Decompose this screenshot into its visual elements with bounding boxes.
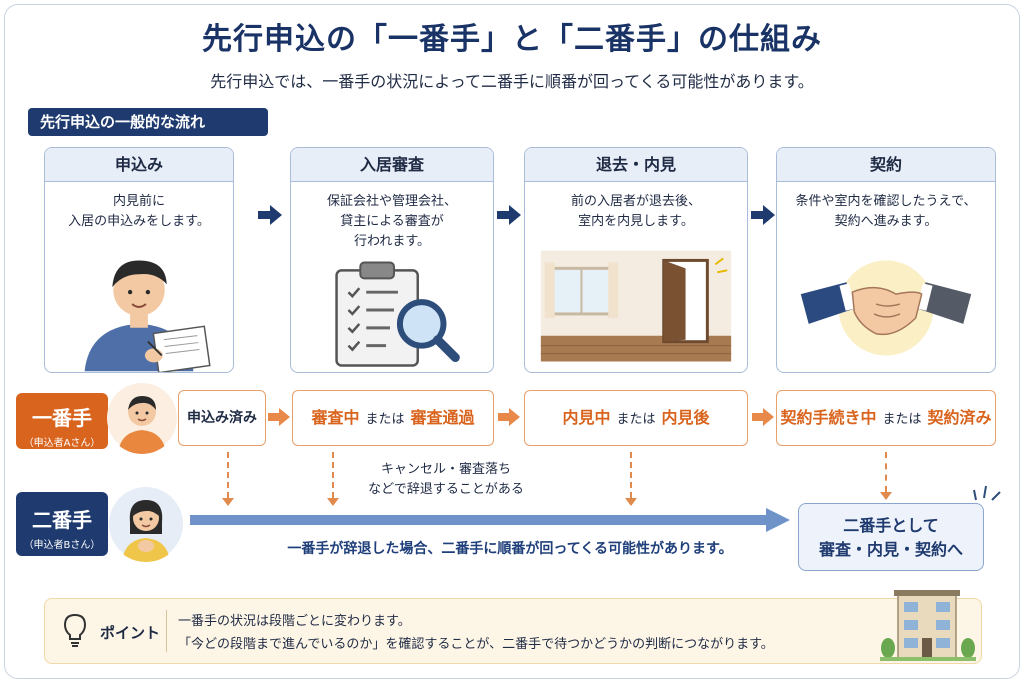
- step-desc-line: 貸主による審査が: [340, 214, 444, 229]
- status-arrow-icon: [752, 408, 774, 426]
- person-a-avatar: [107, 383, 177, 454]
- page-title: 先行申込の「一番手」と「二番手」の仕組み: [202, 22, 822, 57]
- step-card-screening: 入居審査 保証会社や管理会社、 貸主による審査が 行われます。: [290, 147, 494, 373]
- status-text: 申込み済み: [187, 410, 257, 426]
- long-arrow-icon: [190, 508, 790, 532]
- point-text-line: 一番手の状況は段階ごとに変わります。: [178, 614, 411, 629]
- step-title: 契約: [777, 148, 995, 182]
- point-box: [44, 598, 982, 664]
- second-applicant-name: 二番手: [32, 508, 92, 532]
- first-applicant-tag: 一番手 （申込者Aさん）: [16, 393, 108, 449]
- status-arrow-icon: [268, 408, 290, 426]
- step-desc-line: 入居の申込みをします。: [68, 214, 210, 229]
- step-card-apply: 申込み 内見前に 入居の申込みをします。: [44, 147, 234, 373]
- first-status-contract: 契約手続き中または契約済み: [776, 390, 996, 446]
- first-status-viewing: 内見中または内見後: [524, 390, 748, 446]
- status-text: 審査通過: [410, 408, 475, 427]
- step-desc-line: 室内を内見します。: [578, 214, 694, 229]
- status-arrow-icon: [498, 408, 520, 426]
- dropout-arrowhead: [327, 498, 339, 506]
- second-applicant-tag: 二番手 （申込者Bさん）: [16, 492, 108, 556]
- status-text: 内見中: [562, 408, 611, 427]
- point-divider: [166, 610, 167, 652]
- dropout-arrowhead: [880, 492, 892, 500]
- dropout-line: [227, 452, 229, 498]
- cancel-note-line: などで辞退することがある: [368, 482, 524, 497]
- handshake-icon: [800, 260, 972, 356]
- second-arrow-text: 一番手が辞退した場合、二番手に順番が回ってくる可能性があります。: [287, 541, 733, 557]
- building-icon: [880, 590, 976, 661]
- cancel-note-line: キャンセル・審査落ち: [380, 462, 511, 477]
- step-title: 退去・内見: [525, 148, 747, 182]
- first-status-apply: 申込み済み: [178, 390, 266, 446]
- flow-arrow-icon: [258, 205, 282, 225]
- status-text: 審査中: [311, 408, 360, 427]
- status-or: または: [882, 412, 922, 427]
- clipboard-magnifier-icon: [335, 261, 460, 367]
- outer-frame: [4, 4, 1020, 679]
- result-line: 審査・内見・契約へ: [818, 540, 963, 559]
- dropout-line: [630, 452, 632, 498]
- step-desc-line: 保証会社や管理会社、: [326, 194, 457, 209]
- first-applicant-name: 一番手: [32, 406, 92, 430]
- dropout-arrowhead: [222, 498, 234, 506]
- page-subtitle: 先行申込では、一番手の状況によって二番手に順番が回ってくる可能性があります。: [210, 72, 814, 91]
- person-b-avatar: [109, 487, 183, 562]
- second-applicant-sub: （申込者Bさん）: [23, 540, 101, 551]
- sparkle-icon: [973, 485, 1001, 501]
- lightbulb-icon: [63, 613, 87, 647]
- applicant-icon: [84, 260, 211, 372]
- step-desc-line: 契約へ進みます。: [834, 214, 938, 229]
- step-card-viewing: 退去・内見 前の入居者が退去後、 室内を内見します。: [524, 147, 748, 373]
- step-desc-line: 条件や室内を確認したうえで、: [795, 194, 977, 209]
- flow-arrow-icon: [497, 205, 521, 225]
- dropout-arrowhead: [625, 498, 637, 506]
- point-text-line: 「今どの段階まで進んでいるのか」を確認することが、二番手で待つかどうかの判断につ…: [178, 637, 774, 652]
- step-desc-line: 前の入居者が退去後、: [570, 194, 701, 209]
- result-line: 二番手として: [843, 516, 939, 535]
- status-text: 契約手続き中: [780, 408, 877, 427]
- first-applicant-sub: （申込者Aさん）: [23, 438, 101, 449]
- step-desc-line: 行われます。: [353, 234, 431, 249]
- status-text: 内見後: [661, 408, 710, 427]
- dropout-line: [885, 452, 887, 492]
- room-icon: [540, 250, 732, 362]
- status-or: または: [365, 412, 405, 427]
- second-result-box: 二番手として 審査・内見・契約へ: [798, 503, 984, 571]
- point-label: ポイント: [100, 624, 161, 642]
- status-or: または: [616, 412, 656, 427]
- section-label: 先行申込の一般的な流れ: [28, 108, 268, 136]
- dropout-line: [332, 452, 334, 498]
- cancel-note: キャンセル・審査落ち などで辞退することがある: [346, 460, 546, 500]
- step-title: 申込み: [45, 148, 233, 182]
- first-status-screening: 審査中または審査通過: [292, 390, 494, 446]
- status-text: 契約済み: [927, 408, 992, 427]
- step-title: 入居審査: [291, 148, 493, 182]
- step-card-contract: 契約 条件や室内を確認したうえで、 契約へ進みます。: [776, 147, 996, 373]
- flow-arrow-icon: [751, 205, 775, 225]
- step-desc-line: 内見前に: [112, 194, 165, 209]
